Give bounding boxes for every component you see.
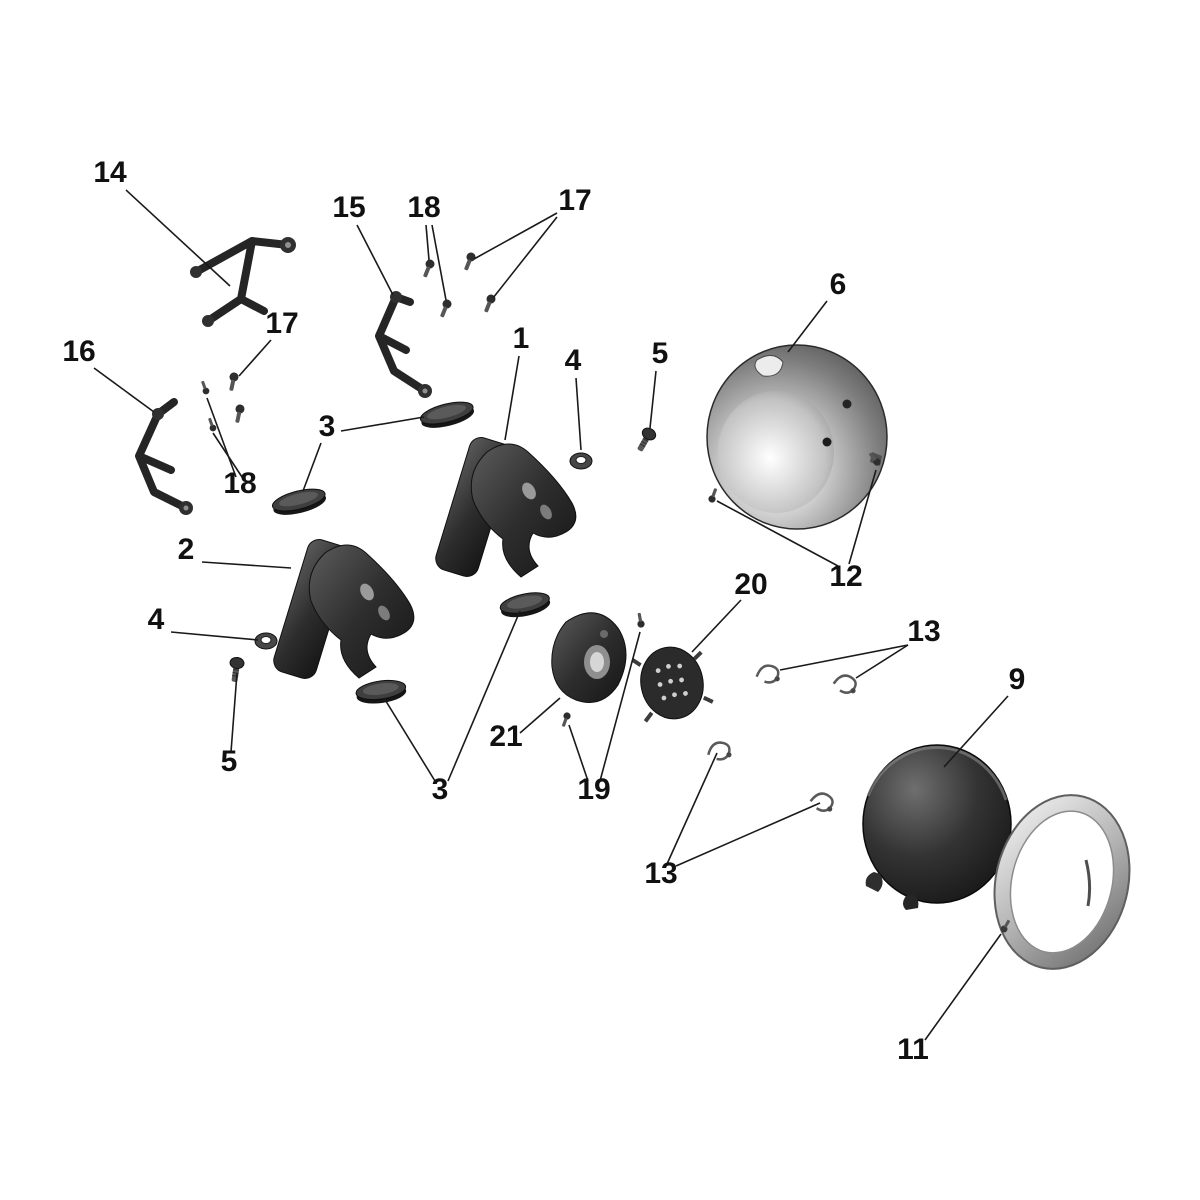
part-number-label-4: 4 xyxy=(565,344,582,377)
leader-line-9 xyxy=(943,695,1009,768)
leader-line-3 xyxy=(447,610,521,782)
leader-line-5 xyxy=(649,370,657,429)
part-number-label-1: 1 xyxy=(513,322,530,355)
leader-line-17 xyxy=(238,339,272,377)
part-11-headlight-rim xyxy=(993,794,1131,970)
part-number-label-11: 11 xyxy=(897,1033,929,1066)
leader-line-19 xyxy=(599,631,641,782)
part-number-label-12: 12 xyxy=(829,560,862,593)
part-4-washer xyxy=(569,452,593,470)
part-number-label-19: 19 xyxy=(577,773,610,806)
part-number-label-5: 5 xyxy=(221,745,238,778)
part-3-rubber-pad xyxy=(271,488,327,515)
part-number-label-17: 17 xyxy=(558,184,591,217)
part-3-rubber-pad xyxy=(499,592,551,618)
leader-line-18 xyxy=(425,224,430,261)
part-13-wiring-clip xyxy=(704,738,734,764)
leader-line-14 xyxy=(125,189,231,287)
part-number-label-2: 2 xyxy=(178,533,195,566)
leader-line-5 xyxy=(230,672,238,753)
leader-line-4 xyxy=(170,631,259,641)
part-14-bracket-stay xyxy=(190,237,296,327)
leader-line-16 xyxy=(93,367,155,413)
part-20-connector-plate xyxy=(631,646,714,723)
leader-line-3 xyxy=(340,416,425,432)
part-13-wiring-clip xyxy=(831,673,859,695)
leader-line-17 xyxy=(473,212,558,260)
part-number-label-14: 14 xyxy=(93,156,127,189)
part-17-screw xyxy=(232,403,246,424)
part-16-bracket-stay xyxy=(135,398,193,515)
part-number-label-20: 20 xyxy=(734,568,767,601)
part-number-label-18: 18 xyxy=(407,191,440,224)
part-18-pin xyxy=(199,379,211,396)
part-17-screw xyxy=(226,371,240,392)
leader-line-21 xyxy=(519,697,561,734)
part-number-label-3: 3 xyxy=(319,410,336,443)
leader-line-3 xyxy=(383,697,436,782)
leader-line-1 xyxy=(504,355,520,441)
part-2-headlight-bracket xyxy=(273,539,415,679)
leader-line-15 xyxy=(356,224,394,296)
part-number-label-5: 5 xyxy=(652,337,669,370)
leader-line-13 xyxy=(666,752,718,865)
part-number-label-6: 6 xyxy=(830,268,847,301)
part-number-label-21: 21 xyxy=(489,720,522,753)
part-1-headlight-bracket xyxy=(435,437,577,578)
leader-line-2 xyxy=(201,561,292,569)
part-19-screw xyxy=(635,612,646,629)
leader-line-12 xyxy=(848,469,877,565)
leader-line-6 xyxy=(787,300,828,353)
part-18-screw xyxy=(420,258,436,279)
part-6-headlight-bowl xyxy=(706,344,888,530)
part-13-wiring-clip xyxy=(754,662,782,686)
leader-line-13 xyxy=(675,802,821,867)
leader-line-19 xyxy=(568,724,589,782)
part-3-rubber-pad xyxy=(355,679,407,704)
part-11-rim-screw xyxy=(1000,919,1011,933)
leader-line-11 xyxy=(924,933,1002,1041)
leader-line-3 xyxy=(302,442,322,492)
part-5-bolt xyxy=(637,427,657,452)
part-21-cover xyxy=(551,612,627,703)
part-number-label-4: 4 xyxy=(148,603,165,636)
part-number-label-9: 9 xyxy=(1009,663,1026,696)
part-18-screw xyxy=(437,298,453,319)
leader-line-18 xyxy=(431,224,447,301)
part-13-wiring-clip xyxy=(808,790,836,814)
part-number-label-13: 13 xyxy=(907,615,940,648)
part-5-bolt xyxy=(229,656,245,682)
leader-line-12 xyxy=(716,500,839,567)
part-17-screw xyxy=(461,251,477,272)
leader-line-17 xyxy=(492,216,558,299)
part-number-label-15: 15 xyxy=(332,191,365,224)
part-number-label-13: 13 xyxy=(644,857,677,890)
leader-line-18 xyxy=(212,432,243,478)
leader-line-18 xyxy=(206,397,237,478)
part-number-label-18: 18 xyxy=(223,467,256,500)
part-9-headlight-unit xyxy=(862,744,1012,910)
part-15-bracket-stay xyxy=(375,291,432,398)
part-number-label-16: 16 xyxy=(62,335,95,368)
part-4-washer xyxy=(254,632,278,650)
leader-line-20 xyxy=(691,599,742,653)
part-number-label-3: 3 xyxy=(432,773,449,806)
part-number-label-17: 17 xyxy=(265,307,298,340)
leader-line-13 xyxy=(855,644,909,679)
leader-line-4 xyxy=(575,377,582,451)
leader-line-13 xyxy=(779,644,909,671)
part-3-rubber-pad xyxy=(419,401,475,428)
